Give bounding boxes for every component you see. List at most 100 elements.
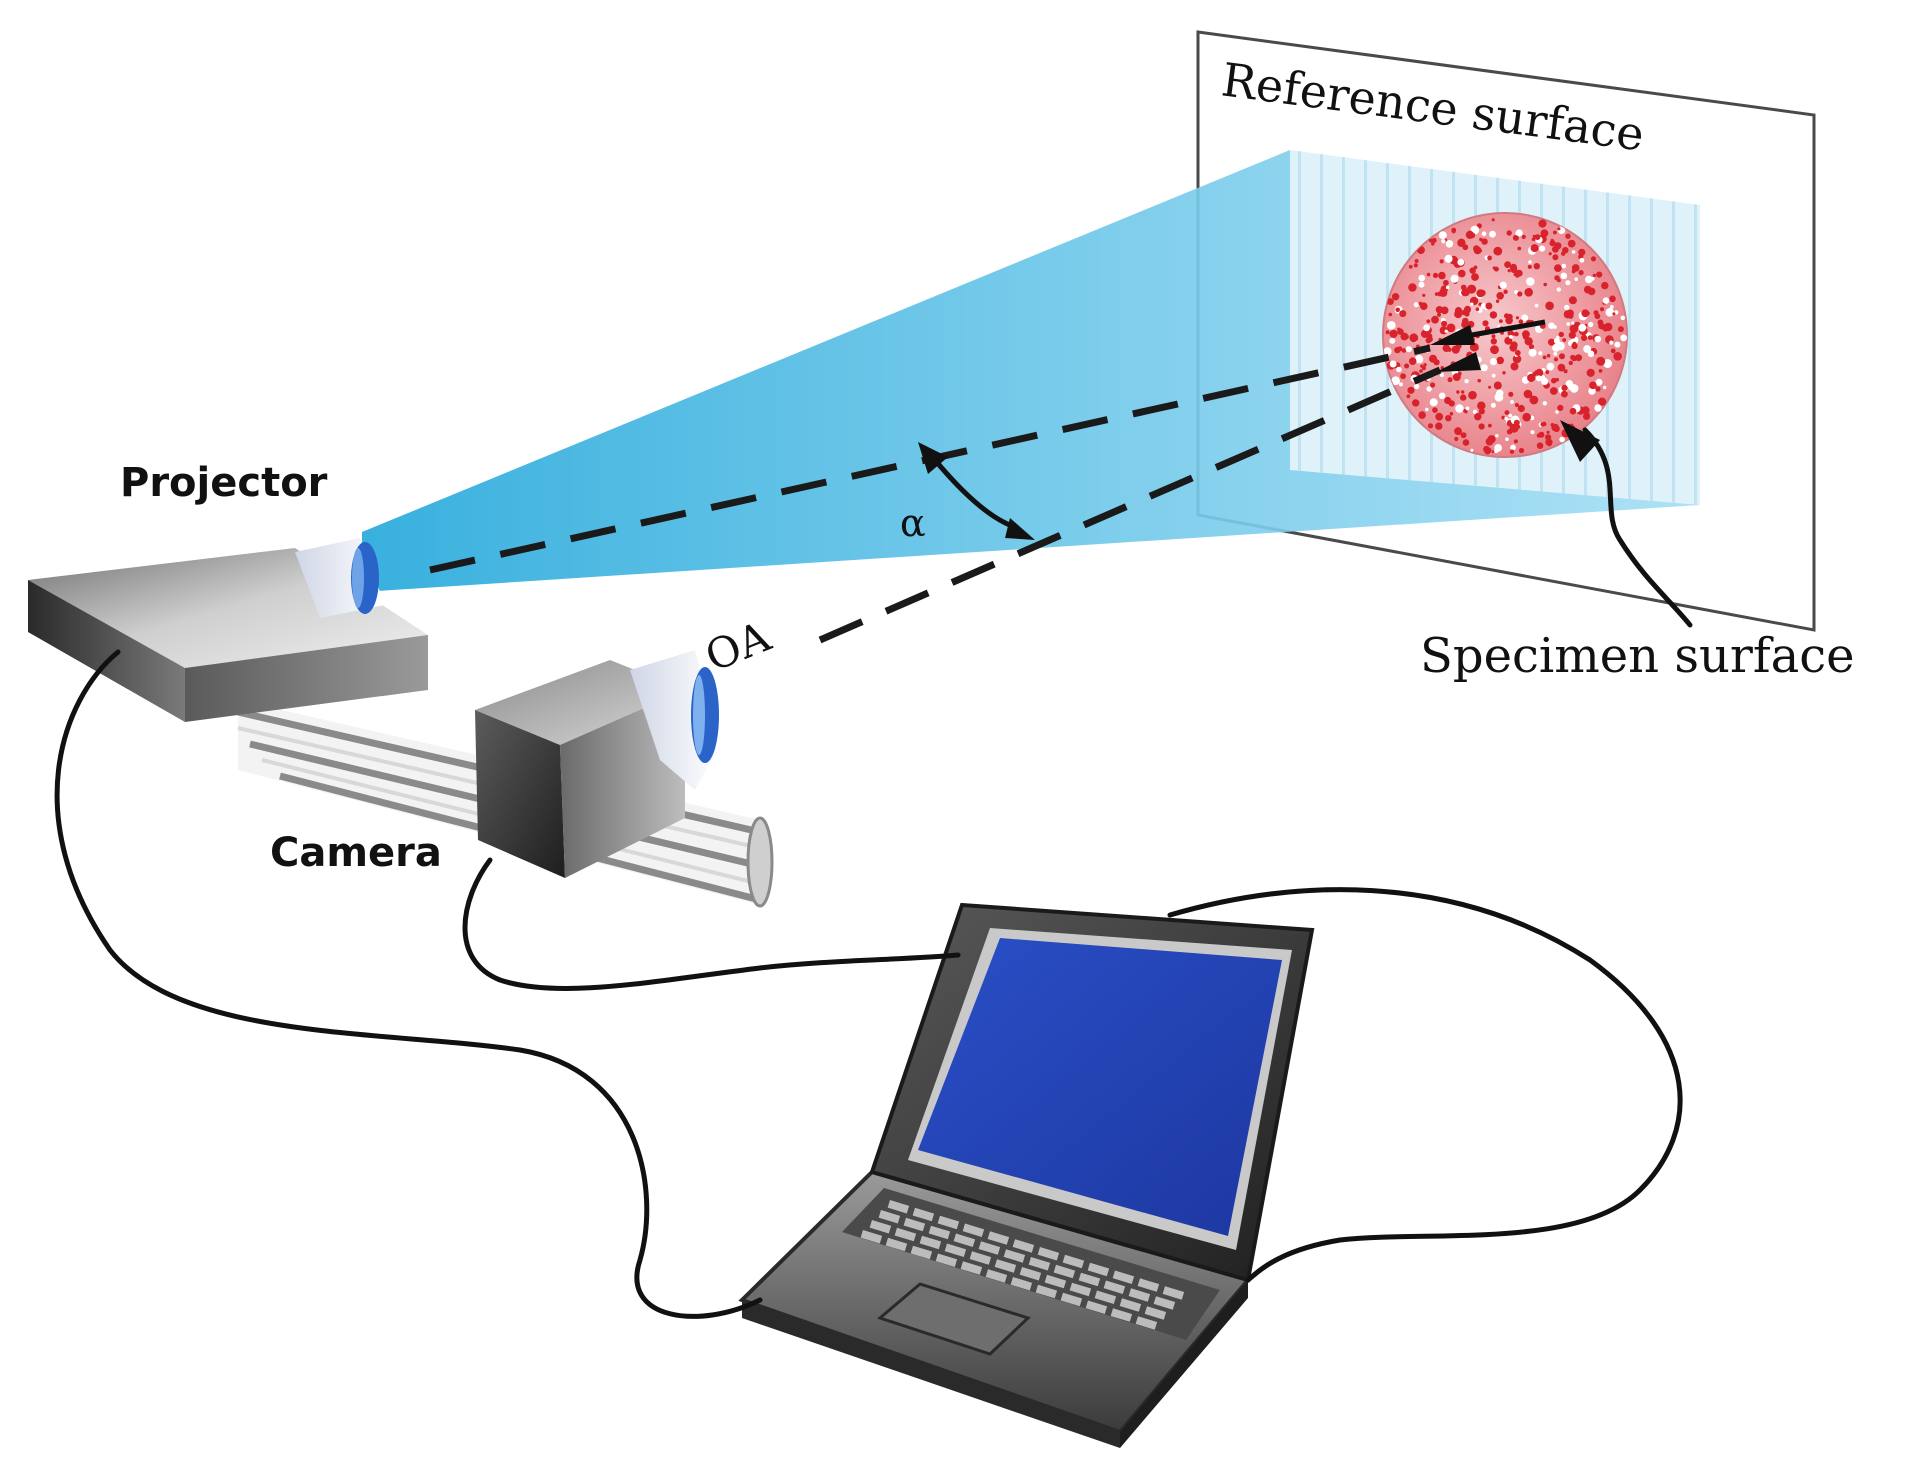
keyboard-key: [1035, 1284, 1058, 1299]
speckle-dot: [1510, 444, 1516, 451]
speckle-dot: [1522, 330, 1530, 339]
speckle-dot: [1597, 319, 1604, 326]
laptop-trackpad: [876, 1282, 1031, 1356]
speckle-dot: [1579, 257, 1585, 263]
speckle-dot: [1602, 324, 1610, 332]
camera-label: Camera: [270, 830, 442, 876]
speckle-dot: [1462, 244, 1469, 251]
speckle-dot: [1559, 436, 1565, 443]
speckle-dot: [1397, 328, 1403, 334]
speckle-dot: [1431, 242, 1435, 246]
speckle-dot: [1489, 358, 1498, 366]
speckle-dot: [1565, 233, 1571, 239]
camera-device: [475, 650, 720, 878]
speckle-dot: [1499, 319, 1503, 323]
speckle-dot: [1596, 356, 1606, 366]
speckle-dot: [1592, 273, 1597, 278]
speckle-dot: [1464, 410, 1468, 414]
speckle-dot: [1491, 218, 1495, 222]
speckle-dot: [1535, 368, 1544, 377]
speckle-dot: [1516, 424, 1521, 429]
speckle-dot: [1490, 338, 1498, 345]
speckle-dot: [1603, 359, 1613, 368]
camera-optical-axis: [818, 366, 1442, 644]
speckle-dot: [1407, 386, 1415, 394]
speckle-dot: [1489, 230, 1496, 238]
speckle-dot: [1508, 391, 1514, 397]
speckle-dot: [1460, 394, 1467, 401]
speckle-dot: [1555, 410, 1559, 414]
speckle-dot: [1552, 254, 1559, 261]
speckle-dot: [1426, 333, 1433, 340]
speckle-dot: [1397, 346, 1403, 352]
speckle-dot: [1562, 338, 1567, 342]
speckle-dot: [1524, 337, 1533, 346]
speckle-dot: [1471, 273, 1479, 281]
speckle-dot: [1480, 303, 1487, 309]
speckle-dot: [1447, 347, 1452, 352]
speckle-dot: [1430, 382, 1436, 388]
keyboard-key: [987, 1231, 1010, 1245]
speckle-dot: [1479, 237, 1483, 242]
speckle-dot: [1546, 353, 1551, 358]
speckle-dot: [1564, 304, 1570, 311]
speckle-dot: [1585, 412, 1590, 418]
keyboard-key: [928, 1225, 951, 1240]
speckle-dot: [1557, 227, 1561, 231]
speckle-dot: [1590, 256, 1597, 262]
speckle-dot: [1534, 370, 1538, 375]
keyboard-key: [1028, 1257, 1051, 1271]
speckle-dot: [1561, 263, 1567, 269]
speckle-dot: [1614, 341, 1621, 348]
speckle-dot: [1425, 407, 1429, 412]
speckle-dot: [1414, 259, 1419, 263]
keyboard-key: [919, 1235, 942, 1250]
speckle-dot: [1620, 334, 1627, 342]
speckle-dot: [1589, 381, 1597, 390]
speckle-dot: [1531, 237, 1536, 242]
speckle-dot: [1561, 390, 1568, 398]
speckle-dot: [1599, 307, 1605, 312]
speckle-dot: [1450, 274, 1459, 283]
speckle-dot: [1482, 320, 1489, 327]
speckle-dot: [1587, 335, 1593, 340]
speckle-dot: [1510, 362, 1519, 371]
speckle-dot: [1413, 383, 1420, 390]
speckle-dot: [1509, 423, 1519, 433]
speckle-dot: [1431, 237, 1437, 243]
speckle-dot: [1522, 412, 1531, 422]
speckle-dot: [1431, 315, 1439, 324]
speckle-dot: [1456, 390, 1460, 394]
speckle-dot: [1460, 432, 1467, 439]
speckle-dot: [1504, 261, 1511, 268]
speckle-dot: [1462, 288, 1470, 297]
speckle-dot: [1385, 330, 1390, 335]
speckle-dot: [1461, 390, 1465, 394]
speckle-dot: [1523, 389, 1533, 399]
speckle-dot: [1571, 321, 1575, 325]
speckle-dot: [1427, 423, 1434, 429]
speckle-dot: [1444, 396, 1452, 405]
keyboard-key: [894, 1227, 917, 1242]
speckle-dot: [1518, 447, 1525, 454]
speckle-dot: [1540, 422, 1545, 427]
keyboard-key: [962, 1223, 985, 1237]
angle-arrow: [918, 442, 1035, 540]
speckle-dot: [1581, 406, 1590, 415]
speckle-dot: [1480, 364, 1488, 372]
speckle-dot: [1507, 269, 1511, 273]
speckle-dot: [1490, 345, 1499, 354]
speckle-dot: [1439, 288, 1448, 297]
speckle-dot: [1517, 291, 1523, 297]
laptop-keyboard: [860, 1200, 1185, 1330]
speckle-dot: [1554, 357, 1558, 362]
camera-cable: [462, 857, 961, 991]
speckle-dot: [1603, 385, 1607, 390]
speckle-dot: [1524, 288, 1533, 297]
speckle-dot: [1569, 324, 1579, 334]
speckle-dot: [1404, 334, 1409, 340]
speckle-dot: [1484, 447, 1492, 455]
speckle-dot: [1457, 258, 1465, 266]
speckle-dot: [1528, 348, 1537, 357]
keyboard-key: [944, 1243, 967, 1257]
